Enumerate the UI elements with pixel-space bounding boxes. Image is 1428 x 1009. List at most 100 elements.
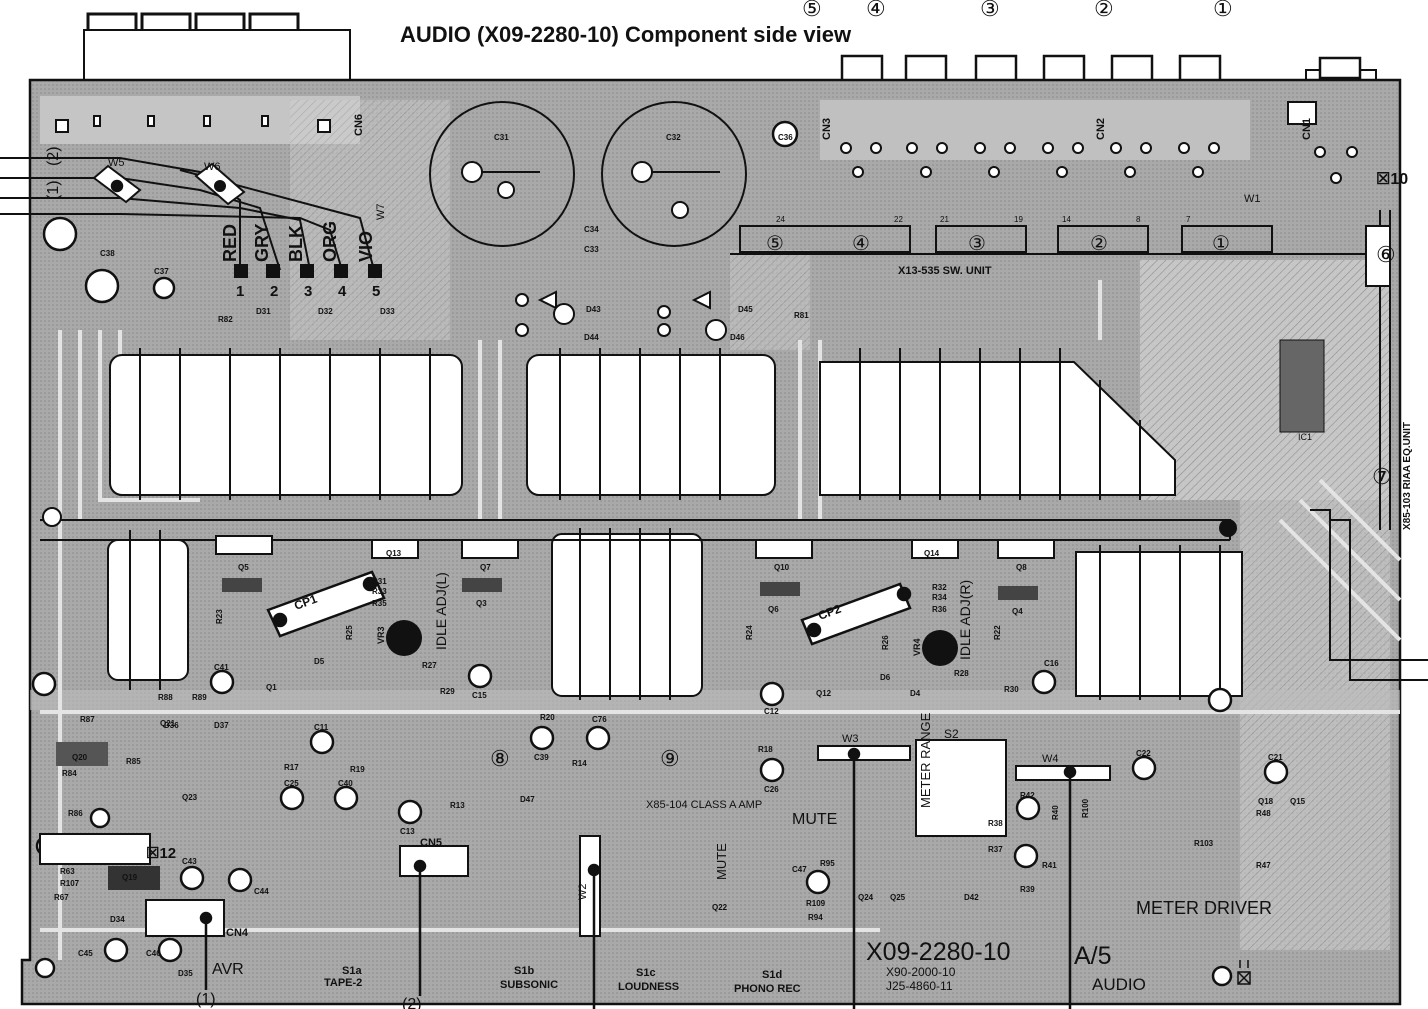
r32-label: R32 [932, 583, 947, 592]
r48-label: R48 [1256, 809, 1271, 818]
c33-label: C33 [584, 245, 599, 254]
top-number-4: ④ [866, 0, 886, 21]
q12-label: Q12 [816, 689, 832, 698]
board-name: AUDIO [1092, 975, 1146, 994]
wire-color-gry: GRY [252, 224, 272, 262]
r34-label: R34 [932, 593, 947, 602]
sw-position-1: ① [1212, 233, 1230, 255]
left-marker-2: (2) [45, 146, 62, 166]
c76-label: C76 [592, 715, 607, 724]
c16-label: C16 [1044, 659, 1059, 668]
wire-color-vio: VIO [356, 231, 376, 262]
r26-label: R26 [881, 635, 890, 650]
cn-pad-rows [840, 142, 1358, 184]
meter-range-label: METER RANGE [918, 712, 933, 808]
w-labels: W1 W2 W3 W4 W5 W6 W7 [108, 157, 1261, 900]
c37-label: C37 [154, 267, 169, 276]
r100-label: R100 [1081, 798, 1090, 818]
r24-label: R24 [745, 625, 754, 640]
idle-adj-right: IDLE ADJ(R) [957, 580, 973, 660]
ic1-label: IC1 [1298, 432, 1312, 442]
c43-label: C43 [182, 857, 197, 866]
r13-label: R13 [450, 801, 465, 810]
connector-x12: ☒12 [146, 845, 176, 862]
big-capacitors [429, 101, 747, 247]
switch-labels: S1a TAPE-2 S1b SUBSONIC S1c LOUDNESS S1d… [324, 965, 801, 995]
c13-label: C13 [400, 827, 415, 836]
r37-label: R37 [988, 845, 1003, 854]
wire-pads [234, 264, 382, 278]
sw-pin-8: 8 [1136, 215, 1141, 224]
wire-pin-4: 4 [338, 283, 347, 300]
d37-label: D37 [214, 721, 229, 730]
transistor-labels: Q5 Q13 Q7 Q3 Q10 Q6 Q14 Q8 Q4 Q1 Q12 Q22… [72, 549, 1306, 912]
r87-label: R87 [80, 715, 95, 724]
q15-label: Q15 [1290, 797, 1306, 806]
r85-label: R85 [126, 757, 141, 766]
wire-color-blk: BLK [286, 225, 306, 262]
top-number-3: ③ [980, 0, 1000, 21]
bottom-marker-1: (1) [196, 991, 216, 1008]
cn2-label: CN2 [1095, 118, 1107, 140]
w5-label: W5 [108, 157, 125, 169]
r67-label: R67 [54, 893, 69, 902]
c36-label: C36 [778, 133, 793, 142]
d45-label: D45 [738, 305, 753, 314]
r17-label: R17 [284, 763, 299, 772]
r33-label: R33 [372, 587, 387, 596]
switch-s1c-id: S1c [636, 967, 656, 979]
cn1-label: CN1 [1301, 118, 1313, 140]
r103-label: R103 [1194, 839, 1214, 848]
transistor-packages [56, 339, 1325, 890]
q1-label: Q1 [266, 683, 277, 692]
cp-resistors [266, 570, 912, 646]
w7-label: W7 [375, 204, 387, 221]
r20-label: R20 [540, 713, 555, 722]
r27-label: R27 [422, 661, 437, 670]
r94-label: R94 [808, 913, 823, 922]
r29-label: R29 [440, 687, 455, 696]
cn3-label: CN3 [821, 118, 833, 140]
c31-label: C31 [494, 133, 509, 142]
switch-s1d-id: S1d [762, 969, 782, 981]
c11-label: C11 [314, 723, 329, 732]
r39-label: R39 [1020, 885, 1035, 894]
d6-label: D6 [880, 673, 891, 682]
r25-label: R25 [345, 625, 354, 640]
r19-label: R19 [350, 765, 365, 774]
meter-driver-label: METER DRIVER [1136, 898, 1272, 918]
sw-position-2: ② [1090, 233, 1108, 255]
mute-label-1: MUTE [792, 811, 837, 828]
heatsink-windows [107, 354, 1243, 697]
riaa-unit-label: X85-103 RIAA EQ.UNIT [1402, 422, 1413, 530]
r35-label: R35 [372, 599, 387, 608]
r82-label: R82 [218, 315, 233, 324]
top-number-2: ② [1094, 0, 1114, 21]
cn6-label: CN6 [353, 114, 365, 136]
sw-pin-21: 21 [940, 215, 949, 224]
wire-color-red: RED [220, 224, 240, 262]
q23-label: Q23 [182, 793, 198, 802]
w1-label: W1 [1244, 193, 1261, 205]
switch-s1b-name: SUBSONIC [500, 979, 558, 991]
r41-label: R41 [1042, 861, 1057, 870]
wire-color-labels: RED GRY BLK ORG VIO [220, 221, 376, 262]
d4-label: D4 [910, 689, 921, 698]
resistor-labels: R82 R81 R31 R33 R35 R32 R34 R36 R27 R29 … [54, 311, 1271, 922]
switch-s1a-id: S1a [342, 965, 362, 977]
r88-label: R88 [158, 693, 173, 702]
cn5-label: CN5 [420, 837, 442, 849]
sw-position-5: ⑤ [766, 233, 784, 255]
cn4-label: CN4 [226, 927, 249, 939]
r42-label: R42 [1020, 791, 1035, 800]
q4-label: Q4 [1012, 607, 1023, 616]
c39-label: C39 [534, 753, 549, 762]
switch-s1b-id: S1b [514, 965, 534, 977]
wire-pin-1: 1 [236, 283, 244, 300]
r84-label: R84 [62, 769, 77, 778]
c21-label: C21 [1268, 753, 1283, 762]
board-corner-mark [1237, 960, 1251, 985]
d44-label: D44 [584, 333, 599, 342]
switch-s1c-name: LOUDNESS [618, 981, 679, 993]
c38-label: C38 [100, 249, 115, 258]
